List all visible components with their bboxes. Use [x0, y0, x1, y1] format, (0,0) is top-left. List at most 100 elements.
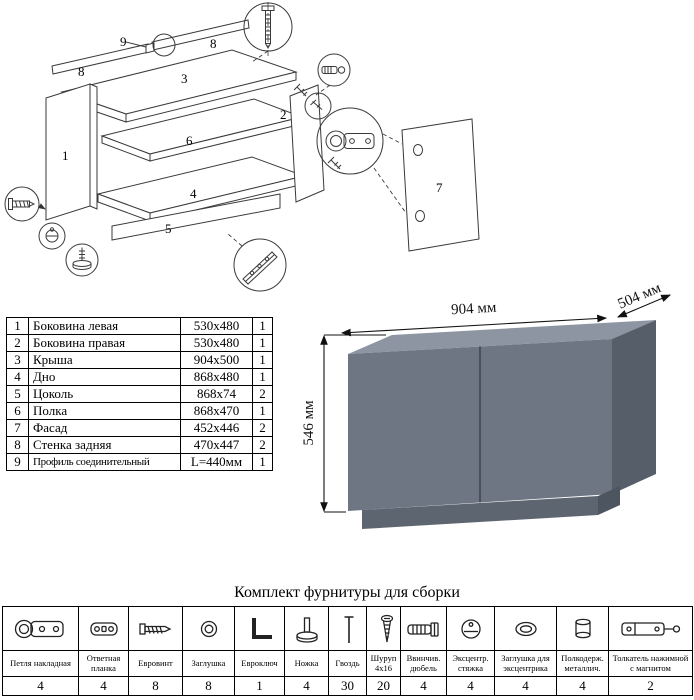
height-dimension-label: 546 мм — [301, 400, 317, 446]
part-size: 868x74 — [180, 385, 253, 403]
nail-icon — [344, 615, 354, 643]
plinth-front — [362, 496, 598, 529]
part-number: 5 — [6, 385, 29, 403]
connecting-profile-part — [145, 42, 155, 54]
part-number: 2 — [6, 334, 29, 352]
exploded-view-diagram: 9 8 8 3 1 2 6 4 5 7 — [4, 2, 480, 292]
table-row: 2 Боковина правая 530x480 1 — [6, 334, 273, 352]
hardware-name: Толкатель нажимной с магнитом — [608, 650, 693, 677]
hinge-icon — [14, 619, 64, 638]
shelf-pin-icon — [574, 618, 591, 638]
part-size: 470x447 — [180, 436, 253, 454]
hardware-name: Заглушка — [182, 650, 235, 677]
table-row: 4 Дно 868x480 1 — [6, 368, 273, 386]
callout-euroscrew-side — [4, 186, 46, 222]
hardware-kit-title: Комплект фурнитуры для сборки — [234, 584, 460, 601]
part-label-8a: 8 — [78, 64, 85, 79]
hardware-qty: 4 — [446, 676, 495, 696]
screw-icon — [380, 614, 394, 642]
confirmat-screw-icon — [138, 622, 171, 635]
hardware-qty: 4 — [284, 676, 329, 696]
part-qty: 1 — [252, 317, 273, 335]
cam-cap-icon — [514, 621, 537, 636]
hardware-qty-row: 4 4 8 8 1 4 30 20 4 4 4 4 2 — [2, 676, 693, 696]
hardware-qty: 8 — [128, 676, 183, 696]
plinth-side — [598, 486, 620, 515]
width-dimension-label: 904 мм — [451, 300, 498, 319]
part-size: 904x500 — [180, 351, 253, 369]
cabinet-side-face — [612, 320, 656, 494]
push-latch-icon — [620, 621, 680, 636]
callout-hinge — [304, 92, 407, 214]
profile-magnifier-circle — [152, 33, 176, 57]
part-size: 530x480 — [180, 317, 253, 335]
part-name: Цоколь — [28, 385, 181, 403]
callout-hinge-screws — [304, 92, 332, 120]
table-row: 5 Цоколь 868x74 2 — [6, 385, 273, 403]
hardware-name: Евроключ — [234, 650, 285, 677]
hinge-cup-hole — [413, 144, 423, 156]
panel-back-right — [151, 19, 250, 51]
dimension-lines — [320, 294, 672, 513]
panel-door — [401, 118, 480, 252]
part-label-3: 3 — [181, 71, 188, 86]
part-label-6: 6 — [186, 133, 193, 148]
hardware-name: Ножка — [284, 650, 329, 677]
part-label-9: 9 — [120, 34, 127, 49]
hardware-qty: 4 — [78, 676, 129, 696]
part-qty: 1 — [252, 334, 273, 352]
part-name: Дно — [28, 368, 181, 386]
label-9-leader-line — [125, 41, 147, 48]
dowel-icon — [406, 621, 439, 637]
hex-key-icon — [251, 617, 272, 639]
table-row: 3 Крыша 904x500 1 — [6, 351, 273, 369]
part-qty: 2 — [252, 436, 273, 454]
part-size: 452x446 — [180, 419, 253, 437]
table-row: 7 Фасад 452x446 2 — [6, 419, 273, 437]
part-label-8b: 8 — [210, 36, 217, 51]
part-number: 1 — [6, 317, 29, 335]
callout-foot — [65, 243, 99, 277]
part-number: 8 — [6, 436, 29, 454]
part-size: 530x480 — [180, 334, 253, 352]
hardware-qty: 4 — [494, 676, 557, 696]
hardware-name: Петля накладная — [2, 650, 79, 677]
foot-icon — [295, 616, 318, 643]
hardware-name: Полкодерж. металлич. — [556, 650, 609, 677]
part-number: 4 — [6, 368, 29, 386]
panel-right-side — [289, 84, 325, 203]
part-label-7: 7 — [436, 180, 443, 195]
part-name: Боковина левая — [28, 317, 181, 335]
hardware-name: Заглушка для эксцентрика — [494, 650, 557, 677]
hardware-name: Ответная планка — [78, 650, 129, 677]
part-qty: 1 — [252, 402, 273, 420]
hardware-qty: 20 — [366, 676, 401, 696]
hardware-name: Ввинчив. дюбель — [400, 650, 447, 677]
table-row: 6 Полка 868x470 1 — [6, 402, 273, 420]
part-number: 9 — [6, 453, 29, 471]
hardware-table: Петля накладная Ответная планка Евровинт… — [2, 606, 693, 696]
hardware-qty: 4 — [400, 676, 447, 696]
hardware-names-row: Петля накладная Ответная планка Евровинт… — [2, 650, 693, 677]
part-qty: 2 — [252, 419, 273, 437]
panel-plinth — [111, 193, 281, 241]
hardware-name: Эксцентр. стяжка — [446, 650, 495, 677]
part-name: Боковина правая — [28, 334, 181, 352]
strike-plate-icon — [89, 621, 118, 636]
part-qty: 2 — [252, 385, 273, 403]
part-label-2: 2 — [280, 107, 287, 122]
part-label-4: 4 — [190, 186, 197, 201]
part-number: 6 — [6, 402, 29, 420]
part-name: Профиль соединительный — [28, 453, 181, 471]
callout-cam-bolt — [315, 53, 351, 96]
hardware-name: Евровинт — [128, 650, 183, 677]
table-row: 1 Боковина левая 530x480 1 — [6, 317, 273, 335]
parts-table: 1 Боковина левая 530x480 1 2 Боковина пр… — [6, 317, 273, 471]
callout-cam-lock — [38, 222, 66, 250]
part-size: L=440мм — [180, 453, 253, 471]
callout-euroscrew-top — [243, 2, 293, 63]
part-qty: 1 — [252, 453, 273, 471]
part-number: 3 — [6, 351, 29, 369]
cabinet-render: 904 мм 504 мм 546 мм — [301, 280, 672, 529]
hardware-name: Шуруп 4x16 — [366, 650, 401, 677]
